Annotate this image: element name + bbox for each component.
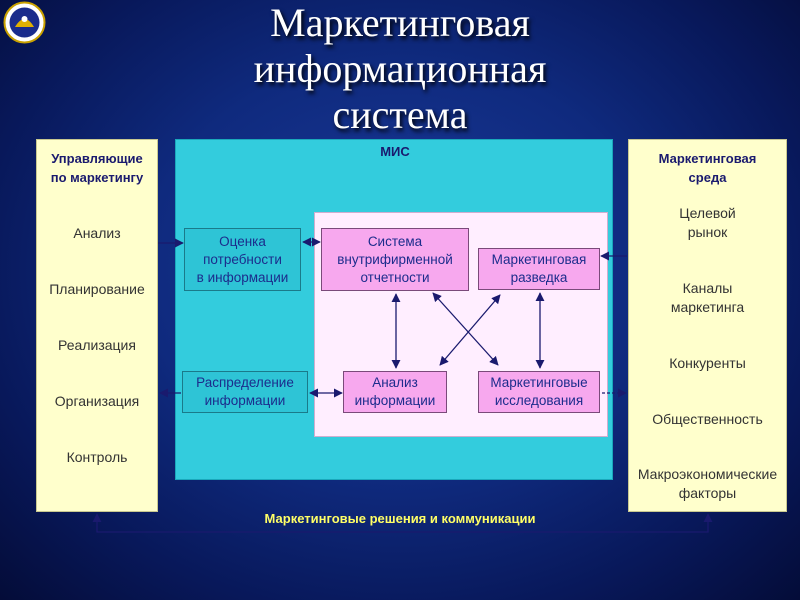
internal-line-1: Система bbox=[367, 233, 423, 249]
title-line-1: Маркетинговая bbox=[270, 0, 530, 45]
macro-line-1: Макроэкономические bbox=[637, 466, 778, 482]
research-line-2: исследования bbox=[494, 393, 584, 408]
internal-line-2: внутрифирменной bbox=[337, 251, 453, 267]
target-market-line-1: Целевой bbox=[679, 205, 736, 221]
marketing-managers-panel: Управляющие по маркетингу Анализ Планиро… bbox=[36, 139, 158, 512]
assess-line-1: Оценка bbox=[219, 233, 266, 249]
environment-item-channels: Каналы маркетинга bbox=[629, 279, 786, 317]
managers-item-planning: Планирование bbox=[49, 281, 145, 297]
channels-line-2: маркетинга bbox=[670, 299, 745, 315]
managers-item-analysis: Анализ bbox=[73, 225, 121, 241]
page-title: Маркетинговая информационная система bbox=[150, 0, 650, 138]
box-marketing-research: Маркетинговые исследования bbox=[478, 371, 600, 413]
managers-heading: Управляющие по маркетингу bbox=[37, 149, 157, 187]
intelligence-line-1: Маркетинговая bbox=[491, 252, 587, 267]
box-assess-needs: Оценка потребности в информации bbox=[184, 228, 301, 291]
mis-label: МИС bbox=[380, 144, 410, 159]
analysis-line-1: Анализ bbox=[372, 375, 418, 390]
environment-item-target-market: Целевой рынок bbox=[629, 204, 786, 242]
box-info-analysis: Анализ информации bbox=[343, 371, 447, 413]
managers-item-implementation: Реализация bbox=[58, 337, 136, 353]
box-distribute-info: Распределение информации bbox=[182, 371, 308, 413]
managers-heading-line-2: по маркетингу bbox=[50, 170, 144, 185]
distribute-line-2: информации bbox=[204, 393, 286, 408]
box-internal-reporting: Система внутрифирменной отчетности bbox=[321, 228, 469, 291]
internal-line-3: отчетности bbox=[360, 269, 430, 285]
title-line-2: информационная bbox=[253, 46, 547, 91]
decisions-communications-label: Маркетинговые решения и коммуникации bbox=[264, 511, 536, 526]
managers-item-control: Контроль bbox=[66, 449, 128, 465]
environment-item-competitors: Конкуренты bbox=[669, 355, 746, 371]
assess-line-3: в информации bbox=[196, 269, 289, 285]
analysis-line-2: информации bbox=[354, 393, 436, 408]
environment-item-macro: Макроэкономические факторы bbox=[629, 465, 786, 503]
emblem-logo bbox=[3, 1, 46, 44]
research-line-1: Маркетинговые bbox=[490, 375, 588, 390]
distribute-line-1: Распределение bbox=[196, 375, 294, 390]
channels-line-1: Каналы bbox=[682, 280, 733, 296]
target-market-line-2: рынок bbox=[687, 224, 728, 240]
intelligence-line-2: разведка bbox=[510, 270, 568, 285]
box-marketing-intelligence: Маркетинговая разведка bbox=[478, 248, 600, 290]
marketing-environment-panel: Маркетинговая среда Целевой рынок Каналы… bbox=[628, 139, 787, 512]
macro-line-2: факторы bbox=[678, 485, 737, 501]
environment-heading: Маркетинговая среда bbox=[629, 149, 786, 187]
managers-item-organization: Организация bbox=[54, 393, 140, 409]
title-line-3: система bbox=[332, 92, 468, 137]
environment-heading-line-2: среда bbox=[688, 170, 727, 185]
environment-item-public: Общественность bbox=[652, 411, 763, 427]
assess-line-2: потребности bbox=[203, 251, 282, 267]
environment-heading-line-1: Маркетинговая bbox=[658, 151, 757, 166]
managers-heading-line-1: Управляющие bbox=[51, 151, 143, 166]
